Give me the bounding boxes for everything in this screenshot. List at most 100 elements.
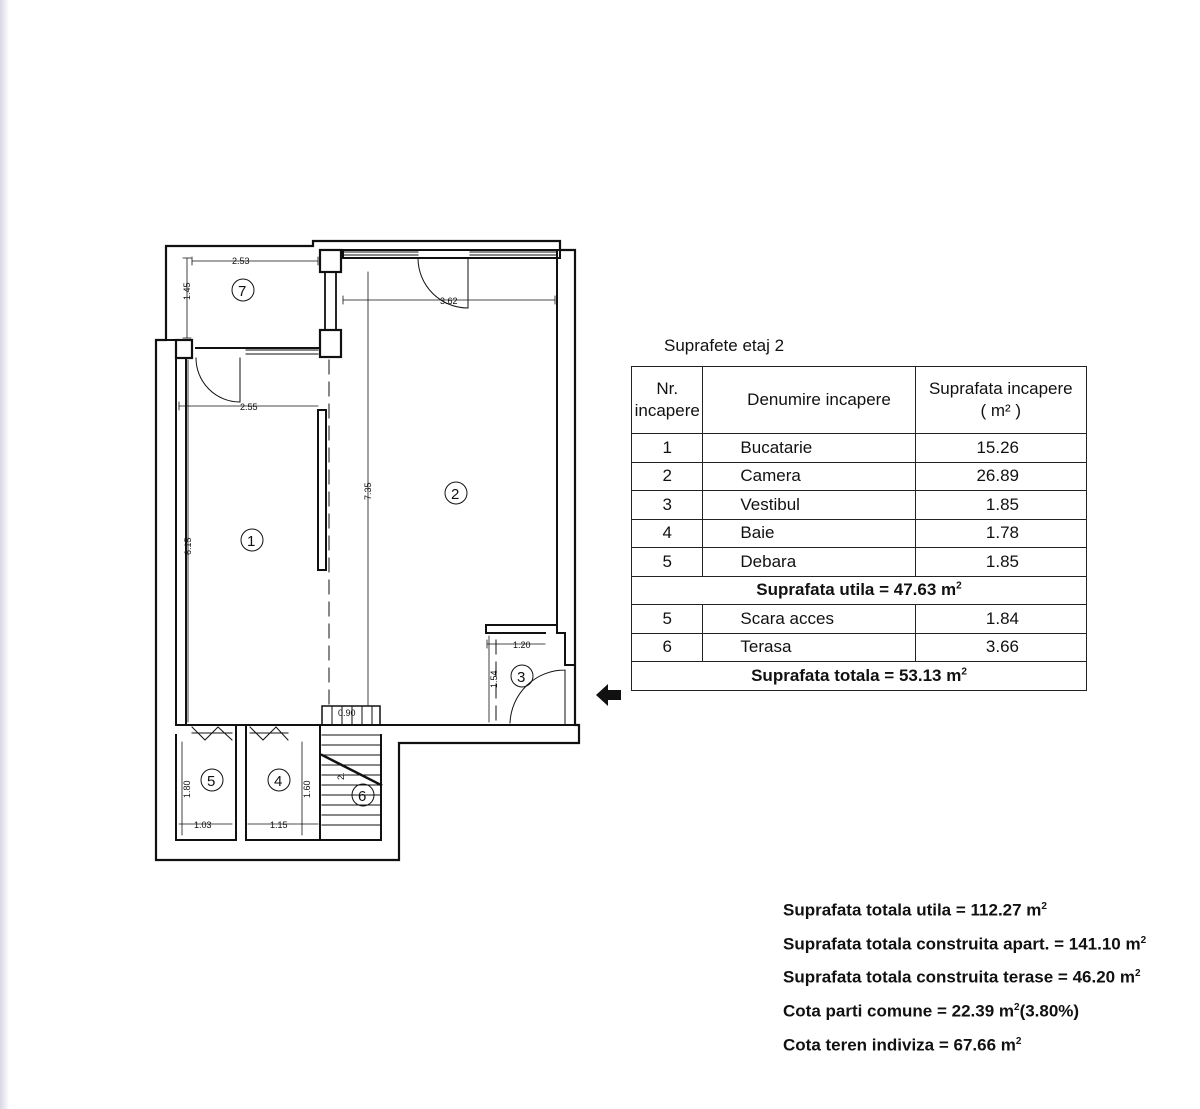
row-area: 3.66 [914,632,1088,662]
row-name: Camera [702,461,916,491]
row-name: Scara acces [702,604,916,634]
dim-735: 7.35 [363,482,373,500]
row-nr: 3 [630,490,704,520]
table-row: 5 Debara 1.85 [630,547,1088,577]
dim-115: 1.15 [270,820,288,830]
wall-between-columns [324,271,337,331]
dimension-lines [178,256,556,836]
header-name: Denumire incapere [702,366,916,434]
dim-090: 0.90 [338,708,356,718]
dim-180: 1.80 [182,780,192,798]
total-construita-terase-text: Suprafata totala construita terase = 46.… [783,967,1135,987]
total-construita-apart-text: Suprafata totala construita apart. = 141… [783,934,1141,954]
stairs [320,705,383,826]
cota-teren-indiviza: Cota teren indiviza = 67.66 m2 [783,1027,1146,1061]
wall-partition-3 [485,624,558,634]
table-caption: Suprafete etaj 2 [664,336,785,355]
totals-block: Suprafata totala utila = 112.27 m2 Supra… [783,892,1146,1060]
door-room4 [249,726,289,741]
dim-120: 1.20 [513,640,531,650]
dashed-line [328,359,497,721]
row-nr: 5 [630,604,704,634]
sup-2: 2 [1041,901,1047,912]
row-area: 15.26 [914,433,1088,463]
sup-2: 2 [1014,1001,1020,1013]
room-3-label: 3 [517,669,525,686]
cota-teren-indiviza-text: Cota teren indiviza = 67.66 m [783,1035,1016,1055]
table-row: 2 Camera 26.89 [630,461,1088,491]
window-top [342,251,558,256]
row-name: Terasa [702,632,916,662]
wall-top-room2 [342,249,561,259]
left-arrow-icon [596,684,621,706]
sum-utila-sup: 2 [956,580,962,592]
sum-utila-cell: Suprafata utila = 47.63 m2 [631,575,1087,605]
room-7-label: 7 [238,283,246,300]
total-utila-text: Suprafata totala utila = 112.27 m [783,900,1042,920]
dim-154: 1.54 [489,670,499,688]
row-nr: 5 [630,547,704,577]
dim-160: 1.60 [302,780,312,798]
column-b [318,328,343,359]
total-construita-apart: Suprafata totala construita apart. = 141… [783,926,1146,960]
wall-stairs [319,734,382,841]
row-area: 1.85 [914,490,1088,520]
cota-parti-comune-percent: (3.80%) [1019,1001,1080,1021]
counter [317,409,327,571]
row-area: 1.85 [914,547,1088,577]
sum-utila-row: Suprafata utila = 47.63 m2 [631,575,1087,605]
room-1-label: 1 [247,533,255,550]
table-row: 5 Scara acces 1.84 [630,604,1088,634]
sum-totala-cell: Suprafata totala = 53.13 m2 [631,661,1087,691]
door-room1 [195,357,241,403]
wall-room7 [165,339,321,359]
total-construita-terase: Suprafata totala construita terase = 46.… [783,959,1146,993]
room-2-label: 2 [451,486,459,503]
row-nr: 4 [630,518,704,548]
row-name: Baie [702,518,916,548]
cota-parti-comune-text: Cota parti comune = 22.39 m [783,1001,1014,1021]
dim-615: 6.15 [183,537,193,555]
sup-2: 2 [1134,968,1141,980]
sup-2: 2 [1015,1035,1022,1047]
room-5-label: 5 [207,773,215,790]
row-nr: 2 [630,461,704,491]
dim-145: 1.45 [182,282,192,300]
scan-edge [0,0,9,1109]
dim-362: 3.62 [440,296,458,306]
cota-parti-comune: Cota parti comune = 22.39 m2(3.80%) [783,993,1146,1027]
row-name: Vestibul [702,490,916,520]
row-area: 26.89 [914,461,1088,491]
wall-right-room2 [556,249,576,666]
table-header-row: Nr. incapere Denumire incapere Suprafata… [630,366,1088,434]
dim-103: 1.03 [194,820,212,830]
sum-totala-sup: 2 [961,666,967,678]
surface-table: Nr. incapere Denumire incapere Suprafata… [630,366,1088,691]
header-area-title: Suprafata incapere [928,379,1073,398]
sum-totala-row: Suprafata totala = 53.13 m2 [631,661,1087,691]
room-6-label: 6 [358,788,366,805]
dim-2: 2. [336,772,346,780]
window-room7 [245,349,319,355]
table-row: 4 Baie 1.78 [630,518,1088,548]
table-row: 1 Bucatarie 15.26 [630,433,1088,463]
row-area: 1.84 [914,604,1088,634]
sum-totala-text: Suprafata totala = 53.13 m [751,665,962,685]
wall-bottom-rooms [175,724,576,841]
table-row: 6 Terasa 3.66 [630,632,1088,662]
row-area: 1.78 [914,518,1088,548]
exterior-wall [154,239,581,862]
dim-255: 2.55 [240,402,258,412]
column-c [174,338,194,360]
header-nr: Nr. incapere [630,366,704,434]
header-area-unit: ( m² ) [980,401,1022,420]
table-row: 3 Vestibul 1.85 [630,490,1088,520]
dim-253: 2.53 [232,256,250,266]
column-a [318,248,343,274]
row-nr: 6 [630,632,704,662]
total-utila: Suprafata totala utila = 112.27 m2 [783,892,1146,926]
sum-utila-text: Suprafata utila = 47.63 m [756,580,957,600]
door-room5 [191,726,233,741]
header-area: Suprafata incapere ( m² ) [914,366,1088,434]
